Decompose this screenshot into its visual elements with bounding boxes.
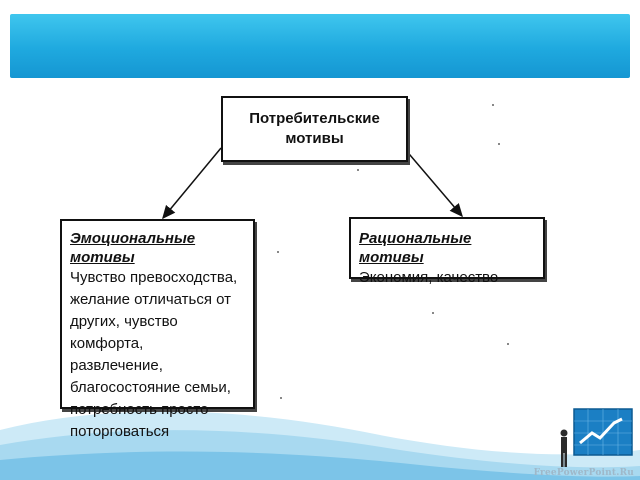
- root-line-1: Потребительские: [249, 110, 380, 127]
- emotional-line-1: Чувство превосходства,: [70, 269, 238, 286]
- arrow-to-right: [403, 147, 463, 218]
- root-line-2: мотивы: [285, 130, 344, 147]
- emotional-motives-node: Эмоциональные мотивы Чувство превосходст…: [60, 219, 255, 440]
- rational-motives-title: Рациональные мотивы: [359, 230, 472, 266]
- emotional-line-3: других, чувство комфорта,: [70, 313, 178, 352]
- scan-dot: [498, 143, 500, 145]
- scan-dot: [507, 343, 509, 345]
- scan-dot: [357, 169, 359, 171]
- scan-dot: [280, 397, 282, 399]
- emotional-line-2: желание отличаться от: [70, 291, 232, 308]
- arrow-to-left: [162, 147, 222, 220]
- rational-line-1: Экономия, качество: [359, 269, 499, 286]
- scan-dot: [492, 104, 494, 106]
- scan-dot: [432, 312, 434, 314]
- emotional-motives-title: Эмоциональные мотивы: [70, 230, 196, 266]
- growth-chart-logo-icon: [560, 408, 633, 467]
- emotional-line-4: развлечение,: [70, 357, 163, 374]
- emotional-line-6: потребность просто: [70, 401, 209, 418]
- decorative-wave: [0, 411, 640, 480]
- root-node: Потребительские мотивы: [221, 96, 408, 162]
- watermark: FreePowerPoint.Ru: [533, 468, 634, 478]
- rational-motives-node: Рациональные мотивы Экономия, качество: [349, 217, 545, 286]
- emotional-line-7: поторговаться: [70, 423, 170, 440]
- emotional-line-5: благосостояние семьи,: [70, 379, 231, 396]
- scan-dot: [277, 251, 279, 253]
- header-banner: [10, 14, 630, 78]
